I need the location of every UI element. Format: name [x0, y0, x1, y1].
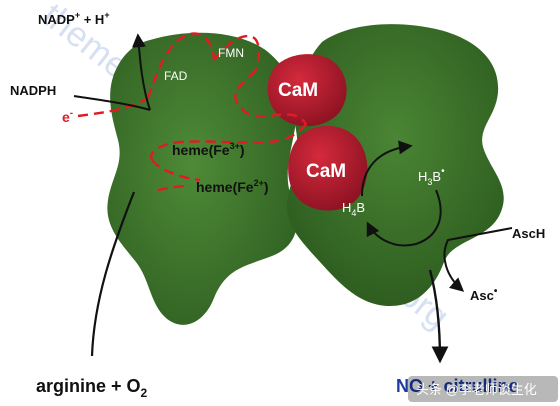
bh4-cycle-arrows: [361, 140, 513, 292]
asc-radical-label: Asc•: [470, 286, 498, 303]
fad-label: FAD: [164, 69, 188, 83]
heme-fe3-label: heme(Fe3+): [172, 141, 245, 158]
electron-label: e-: [62, 108, 73, 125]
nadp-plus-label: NADP+ + H+: [38, 10, 110, 27]
nadph-label: NADPH: [10, 83, 56, 98]
h3b-radical-label: H3B•: [418, 166, 445, 187]
cam-bottom-blob: [288, 125, 368, 211]
credit-text: 头条 @李老师谈生化: [416, 382, 537, 397]
cam-top-label: CaM: [278, 80, 318, 101]
heme-fe2-label: heme(Fe2+): [196, 178, 269, 195]
asch-label: AscH: [512, 226, 545, 241]
no-output-arrow: [428, 269, 449, 364]
arginine-o2-label: arginine + O2: [36, 376, 148, 400]
electron-pathway: [77, 32, 307, 192]
cam-bottom-label: CaM: [306, 161, 346, 182]
reductase-domain-blob: [107, 32, 298, 325]
fmn-label: FMN: [218, 46, 244, 60]
cam-top-blob: [267, 54, 347, 127]
no-citrulline-label: NO + citrulline: [396, 376, 519, 396]
h4b-label: H4B: [342, 200, 365, 218]
nadph-arrow: [73, 33, 151, 111]
arginine-input-arrow: [90, 191, 136, 357]
credit-badge-bg: [408, 376, 558, 402]
